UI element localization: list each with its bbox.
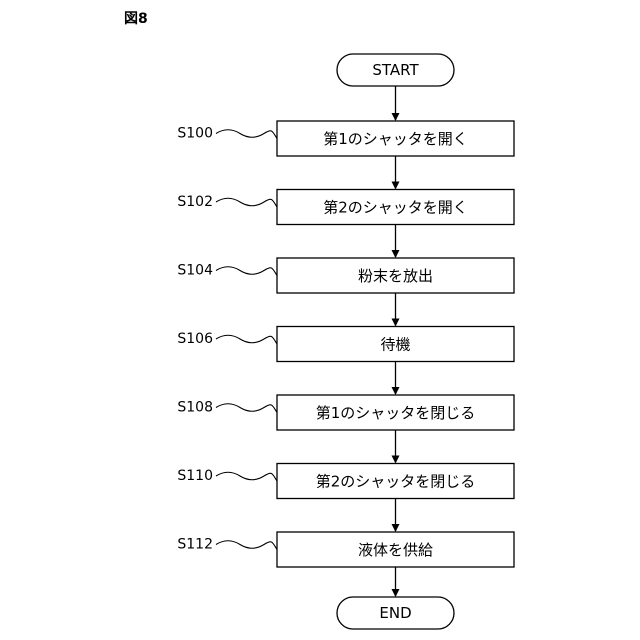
end-terminator: END [337, 597, 454, 629]
step-text: 第1のシャッタを閉じる [316, 404, 476, 422]
step-id-label: S112 [177, 537, 213, 553]
process-step-S100: 第1のシャッタを開く S100 [177, 121, 514, 156]
process-step-S108: 第1のシャッタを閉じる S108 [177, 395, 514, 430]
start-label: START [372, 61, 419, 79]
leader-line [216, 335, 277, 344]
process-step-S102: 第2のシャッタを開く S102 [177, 190, 514, 225]
step-text: 第2のシャッタを閉じる [316, 473, 476, 491]
step-id-label: S100 [177, 126, 213, 142]
process-step-S112: 液体を供給 S112 [177, 532, 514, 567]
leader-line [216, 198, 277, 207]
step-text: 液体を供給 [358, 541, 433, 559]
process-step-S110: 第2のシャッタを閉じる S110 [177, 464, 514, 499]
process-step-S104: 粉末を放出 S104 [177, 258, 514, 293]
start-terminator: START [337, 54, 454, 86]
step-text: 粉末を放出 [358, 267, 433, 285]
step-text: 第1のシャッタを開く [323, 130, 468, 148]
step-id-label: S106 [177, 331, 213, 347]
leader-line [216, 472, 277, 481]
step-id-label: S108 [177, 400, 213, 416]
step-id-label: S110 [177, 468, 213, 484]
step-text: 待機 [380, 336, 410, 354]
leader-line [216, 130, 277, 139]
step-id-label: S102 [177, 194, 213, 210]
process-step-S106: 待機 S106 [177, 327, 514, 362]
step-id-label: S104 [177, 263, 213, 279]
step-text: 第2のシャッタを開く [323, 199, 468, 217]
leader-line [216, 541, 277, 550]
leader-line [216, 267, 277, 276]
end-label: END [379, 604, 411, 622]
leader-line [216, 404, 277, 413]
